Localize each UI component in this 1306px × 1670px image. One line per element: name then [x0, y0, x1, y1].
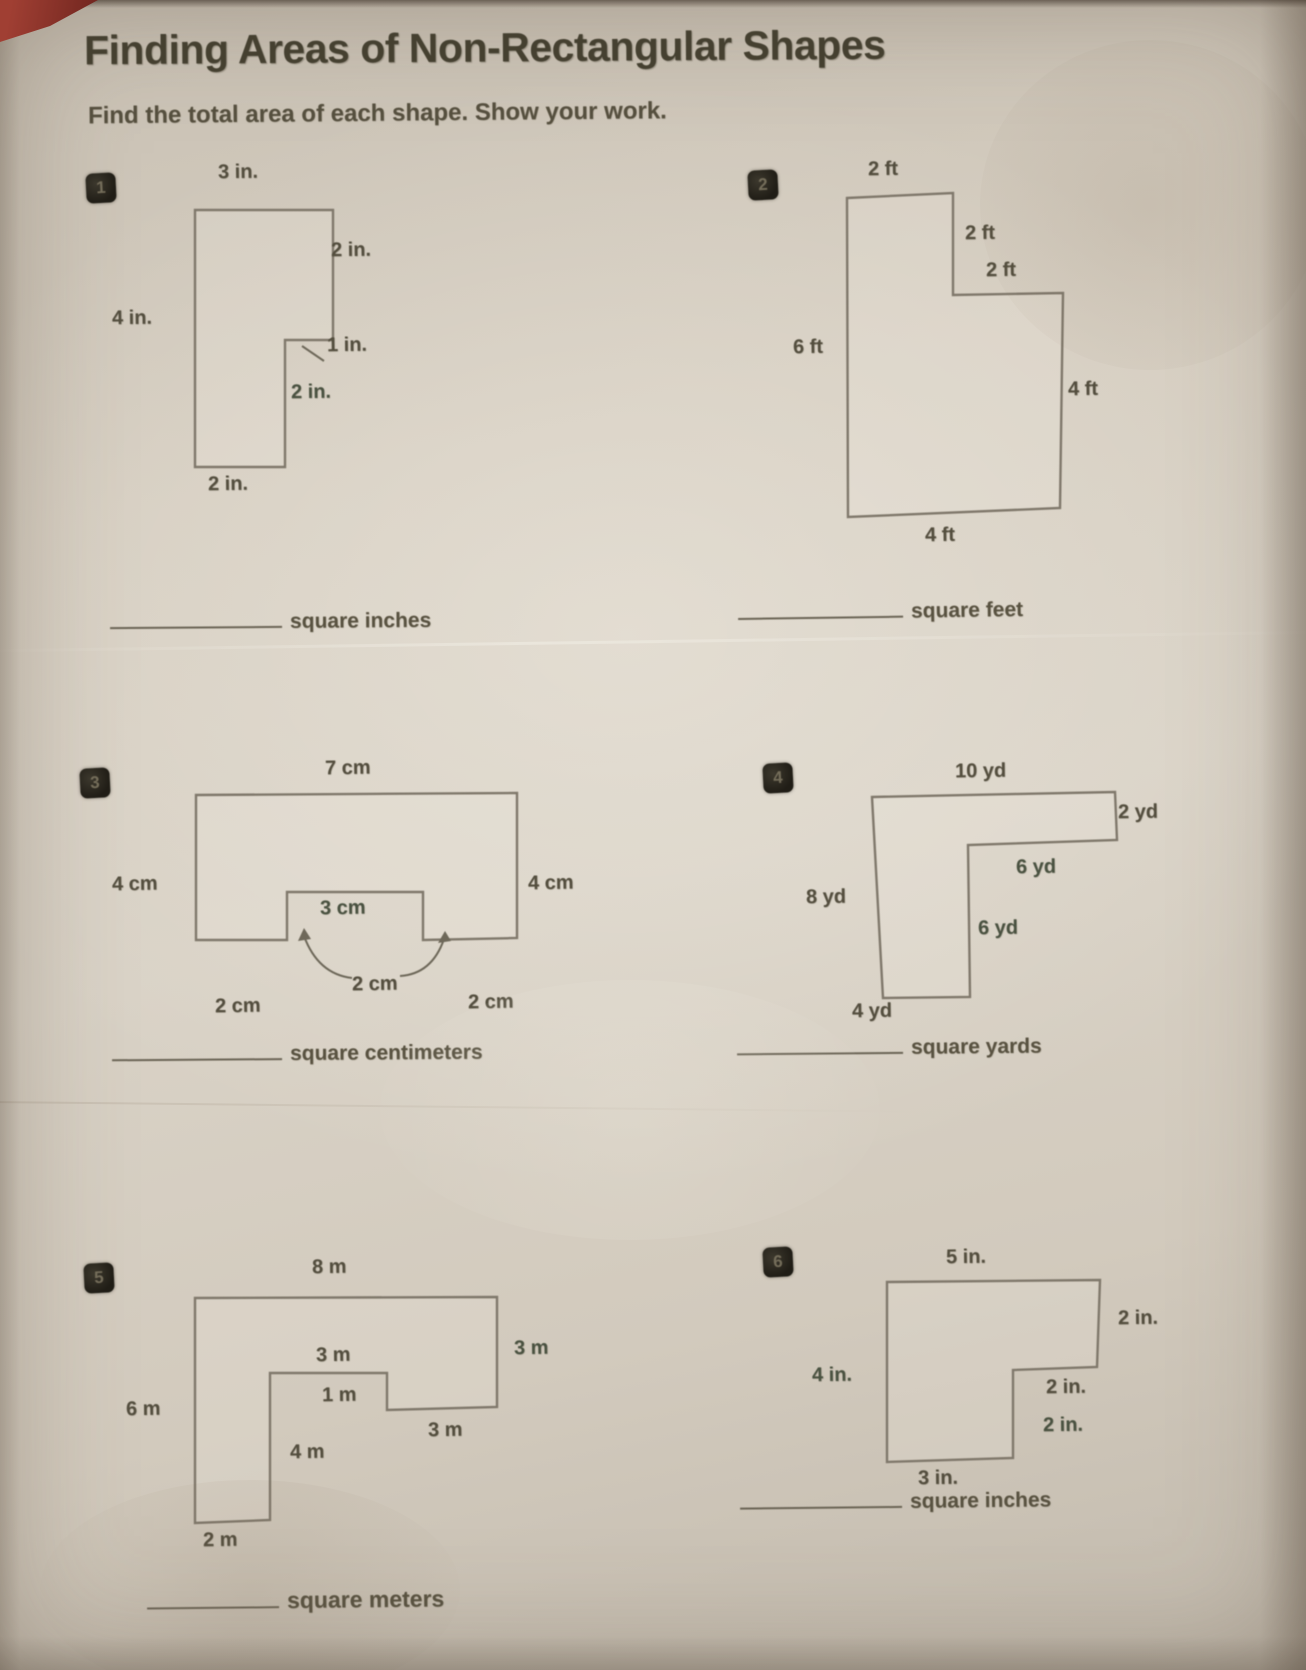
- arrow-right-problem-3: [399, 938, 445, 977]
- dim-label: 6 yd: [977, 916, 1019, 940]
- problem-number-text: 2: [757, 174, 769, 195]
- dim-label: 2 cm: [351, 972, 398, 996]
- answer-problem-3: square centimeters: [111, 1035, 483, 1068]
- dim-label: 6 ft: [792, 335, 824, 359]
- shape-problem-6: [885, 1278, 1102, 1464]
- problem-4-number: 4: [762, 762, 794, 794]
- dim-label: 3 cm: [319, 896, 366, 920]
- shape-problem-1: [193, 208, 335, 469]
- arrowhead-right-problem-3: [438, 931, 451, 943]
- dim-label: 2 m: [202, 1528, 238, 1552]
- answer-unit: square centimeters: [289, 1040, 483, 1066]
- problem-number-text: 3: [89, 772, 101, 793]
- dim-label: 1 in.: [326, 333, 368, 357]
- dim-label: 3 m: [513, 1336, 549, 1360]
- dim-label: 2 in.: [1045, 1375, 1087, 1399]
- dim-label: 4 m: [289, 1440, 325, 1464]
- shape-problem-3: [194, 791, 519, 942]
- answer-problem-1: square inches: [109, 603, 432, 635]
- dim-label: 2 yd: [1117, 800, 1159, 824]
- answer-blank: [737, 593, 904, 620]
- dim-label: 8 yd: [805, 885, 847, 909]
- answer-problem-5: square meters: [146, 1582, 445, 1615]
- dim-label: 2 ft: [964, 221, 996, 245]
- shape-problem-5: [193, 1295, 499, 1525]
- leader-line-problem-1: [301, 345, 325, 362]
- problem-number-text: 1: [95, 177, 107, 198]
- dim-label: 4 ft: [1067, 377, 1099, 401]
- answer-problem-2: square feet: [737, 592, 1024, 626]
- problem-3-number: 3: [79, 767, 111, 799]
- dim-label: 6 yd: [1015, 855, 1057, 879]
- dim-label: 2 cm: [214, 994, 261, 1018]
- answer-blank: [736, 1029, 904, 1056]
- dim-label: 2 cm: [467, 990, 514, 1014]
- dim-label: 4 yd: [851, 999, 893, 1023]
- problem-6-number: 6: [762, 1246, 794, 1278]
- dim-label: 2 in.: [330, 238, 372, 262]
- dim-label: 4 cm: [111, 872, 158, 896]
- dim-label: 1 m: [321, 1383, 357, 1407]
- shape-problem-4: [870, 790, 1119, 1000]
- dim-label: 2 in.: [290, 380, 332, 404]
- answer-unit: square inches: [289, 608, 432, 633]
- arrowhead-left-problem-3: [298, 928, 311, 941]
- dim-label: 10 yd: [954, 759, 1007, 783]
- dim-label: 8 m: [311, 1255, 347, 1279]
- dim-label: 6 m: [125, 1397, 161, 1421]
- dim-label: 2 in.: [1042, 1413, 1084, 1437]
- answer-blank: [146, 1584, 280, 1610]
- problem-5-number: 5: [83, 1262, 115, 1294]
- shape-problem-2: [845, 191, 1065, 519]
- problem-number-text: 5: [93, 1267, 105, 1288]
- arrow-left-problem-3: [303, 935, 353, 979]
- answer-problem-4: square yards: [736, 1029, 1042, 1062]
- problem-1-number: 1: [85, 172, 117, 204]
- dim-label: 2 ft: [867, 157, 899, 181]
- answer-unit: square feet: [910, 598, 1024, 623]
- dim-label: 3 m: [315, 1343, 351, 1367]
- answer-blank: [109, 603, 283, 630]
- problem-2-number: 2: [747, 169, 779, 201]
- answer-blank: [739, 1483, 903, 1510]
- answer-unit: square inches: [909, 1488, 1052, 1513]
- dim-label: 4 in.: [811, 1363, 853, 1387]
- answer-blank: [111, 1036, 283, 1062]
- answer-unit: square meters: [286, 1585, 445, 1614]
- dim-label: 5 in.: [945, 1245, 987, 1269]
- dim-label: 4 cm: [527, 871, 574, 895]
- dim-label: 2 in.: [1117, 1306, 1159, 1330]
- dim-label: 4 ft: [924, 523, 956, 547]
- dim-label: 2 ft: [985, 258, 1017, 282]
- dim-label: 4 in.: [111, 306, 153, 330]
- problem-number-text: 6: [772, 1251, 784, 1272]
- dim-label: 3 in.: [217, 160, 259, 184]
- dim-label: 7 cm: [324, 756, 371, 780]
- dim-label: 3 m: [427, 1418, 463, 1442]
- dim-label: 2 in.: [207, 472, 249, 496]
- problem-number-text: 4: [772, 767, 784, 788]
- answer-problem-6: square inches: [739, 1482, 1052, 1515]
- answer-unit: square yards: [910, 1034, 1042, 1059]
